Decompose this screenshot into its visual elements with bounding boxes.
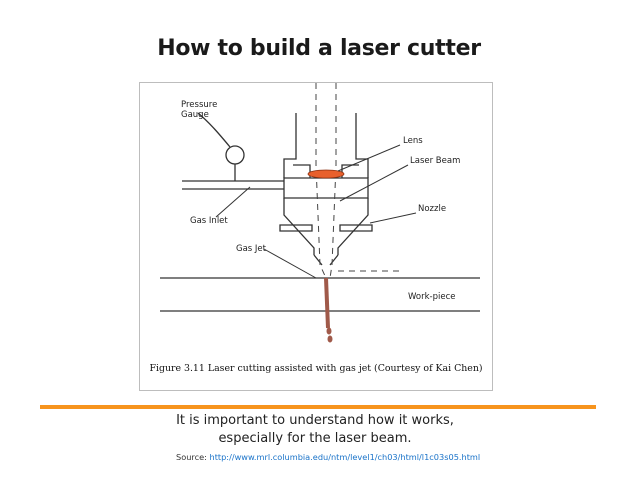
source-link[interactable]: http://www.mrl.columbia.edu/ntm/level1/c…: [209, 452, 481, 462]
nozzle-flange-left: [279, 224, 313, 232]
lens-element: [307, 169, 345, 179]
laser-beam-leader: [339, 164, 409, 202]
beam-right-line: [329, 83, 337, 279]
caption-line-2: especially for the laser beam.: [218, 431, 412, 446]
label-laser-beam: Laser Beam: [410, 156, 460, 166]
lens-holder-right: [341, 164, 359, 178]
nozzle-flange-right: [339, 224, 373, 232]
nozzle-tip: [313, 254, 339, 266]
caption-line-1: It is important to understand how it wor…: [176, 413, 454, 428]
molten-drop-1: [326, 327, 332, 335]
source-label: Source:: [176, 452, 207, 462]
cut-kerf: [324, 277, 330, 329]
lens-chamber: [283, 177, 369, 199]
source-citation: Source: http://www.mrl.columbia.edu/ntm/…: [176, 452, 556, 462]
lens-holder-left: [293, 164, 311, 178]
gauge-arrow: [197, 112, 231, 148]
label-pressure-1: Pressure: [181, 100, 217, 110]
label-pressure-2: Gauge: [181, 110, 209, 120]
label-gas-inlet: Gas Inlet: [190, 216, 228, 226]
laser-cutting-diagram: Pressure Gauge Lens Laser Beam Nozzle Ga…: [149, 83, 483, 374]
gas-inlet-leader: [215, 186, 251, 218]
molten-drop-2: [327, 335, 333, 343]
orange-divider: [40, 405, 596, 409]
nozzle-leader: [369, 212, 417, 224]
label-work-piece: Work-piece: [408, 292, 455, 302]
nozzle-right-outer: [337, 198, 369, 255]
figure-caption: Figure 3.11 Laser cutting assisted with …: [149, 363, 482, 374]
laser-cutting-figure: Pressure Gauge Lens Laser Beam Nozzle Ga…: [139, 82, 493, 391]
gas-inlet-pipe: [182, 180, 284, 190]
slide-caption: It is important to understand how it wor…: [150, 412, 480, 448]
gas-jet-leader: [263, 248, 317, 279]
label-nozzle: Nozzle: [418, 204, 446, 214]
beam-left-line: [315, 83, 327, 279]
label-gas-jet: Gas Jet: [236, 244, 267, 254]
pressure-gauge: [225, 145, 245, 165]
tube-right-wall: [355, 113, 369, 178]
lens-leader: [337, 144, 401, 172]
slide-title: How to build a laser cutter: [157, 36, 481, 61]
label-lens: Lens: [403, 136, 423, 146]
nozzle-left-outer: [283, 198, 315, 255]
tube-left-wall: [283, 113, 297, 178]
